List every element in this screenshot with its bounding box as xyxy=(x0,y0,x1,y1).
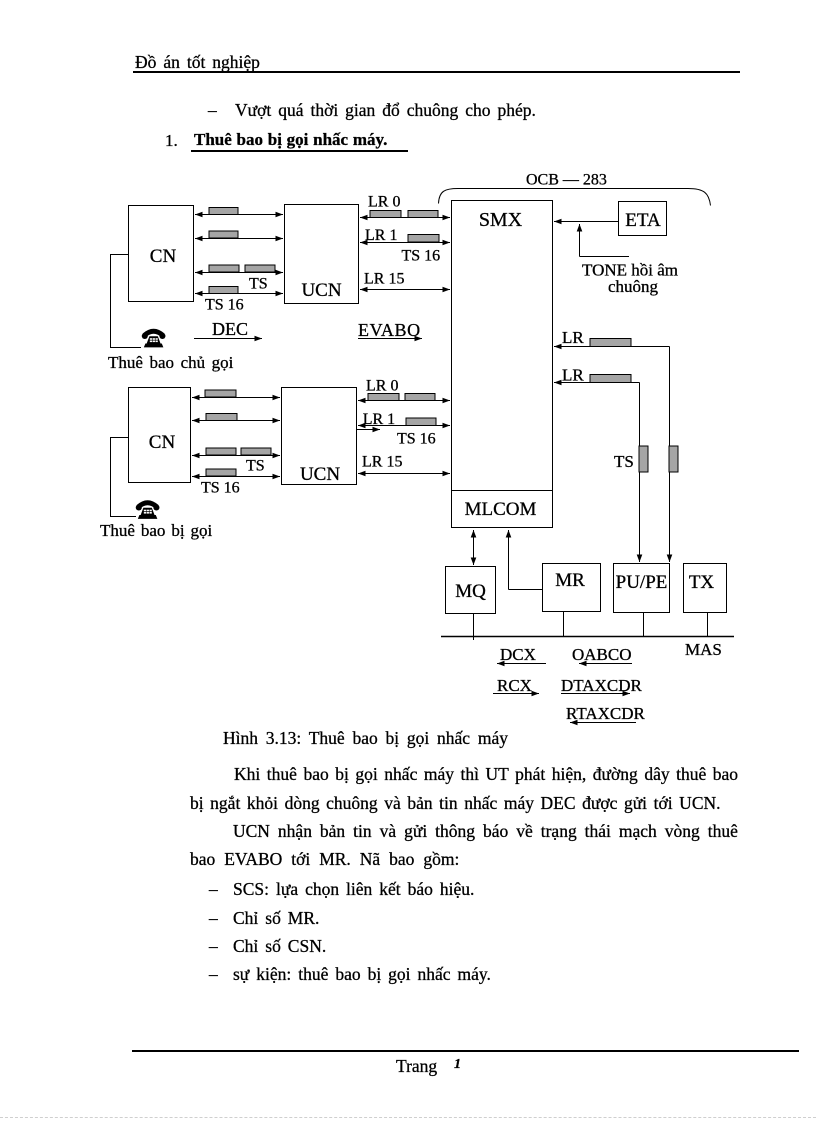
svg-text:OCB — 283: OCB — 283 xyxy=(526,172,607,189)
svg-text:SMX: SMX xyxy=(479,209,523,231)
svg-text:PU/PE: PU/PE xyxy=(616,572,668,593)
svg-text:EVABO: EVABO xyxy=(358,320,421,340)
svg-text:LR 0: LR 0 xyxy=(368,194,400,211)
svg-text:TS: TS xyxy=(249,276,268,293)
svg-text:DCX: DCX xyxy=(500,645,536,664)
svg-text:MQ: MQ xyxy=(455,581,486,602)
svg-text:TONE hồi âm: TONE hồi âm xyxy=(582,261,678,280)
svg-text:Thuê bao chủ gọi: Thuê bao chủ gọi xyxy=(108,353,234,372)
svg-text:Thuê bao bị gọi: Thuê bao bị gọi xyxy=(100,521,213,540)
svg-text:RTAXCDR: RTAXCDR xyxy=(566,704,646,723)
svg-text:LR: LR xyxy=(562,366,584,385)
svg-text:MR: MR xyxy=(555,570,585,591)
svg-text:CN: CN xyxy=(149,432,176,453)
svg-text:chuông: chuông xyxy=(608,277,659,296)
svg-text:RCX: RCX xyxy=(497,676,532,695)
svg-text:UCN: UCN xyxy=(300,464,340,485)
svg-text:CN: CN xyxy=(150,246,177,267)
svg-text:MLCOM: MLCOM xyxy=(465,499,537,520)
svg-text:TX: TX xyxy=(689,572,715,593)
svg-text:DTAXCDR: DTAXCDR xyxy=(561,676,642,695)
svg-text:UCN: UCN xyxy=(301,280,341,301)
svg-text:TS 16: TS 16 xyxy=(397,431,436,448)
svg-text:LR 0: LR 0 xyxy=(366,378,398,395)
svg-text:LR 15: LR 15 xyxy=(364,271,404,288)
svg-text:LR 15: LR 15 xyxy=(362,454,402,471)
svg-text:OABCO: OABCO xyxy=(572,645,632,664)
svg-text:MAS: MAS xyxy=(685,640,722,659)
svg-text:DEC: DEC xyxy=(212,319,248,339)
svg-text:LR 1: LR 1 xyxy=(365,227,397,244)
svg-text:LR: LR xyxy=(562,328,584,347)
svg-text:TS 16: TS 16 xyxy=(201,480,240,497)
svg-text:LR 1: LR 1 xyxy=(363,411,395,428)
svg-text:TS 16: TS 16 xyxy=(402,248,441,265)
svg-text:TS 16: TS 16 xyxy=(205,297,244,314)
svg-text:ETA: ETA xyxy=(625,210,661,231)
svg-text:TS: TS xyxy=(614,452,634,471)
svg-text:TS: TS xyxy=(246,458,265,475)
